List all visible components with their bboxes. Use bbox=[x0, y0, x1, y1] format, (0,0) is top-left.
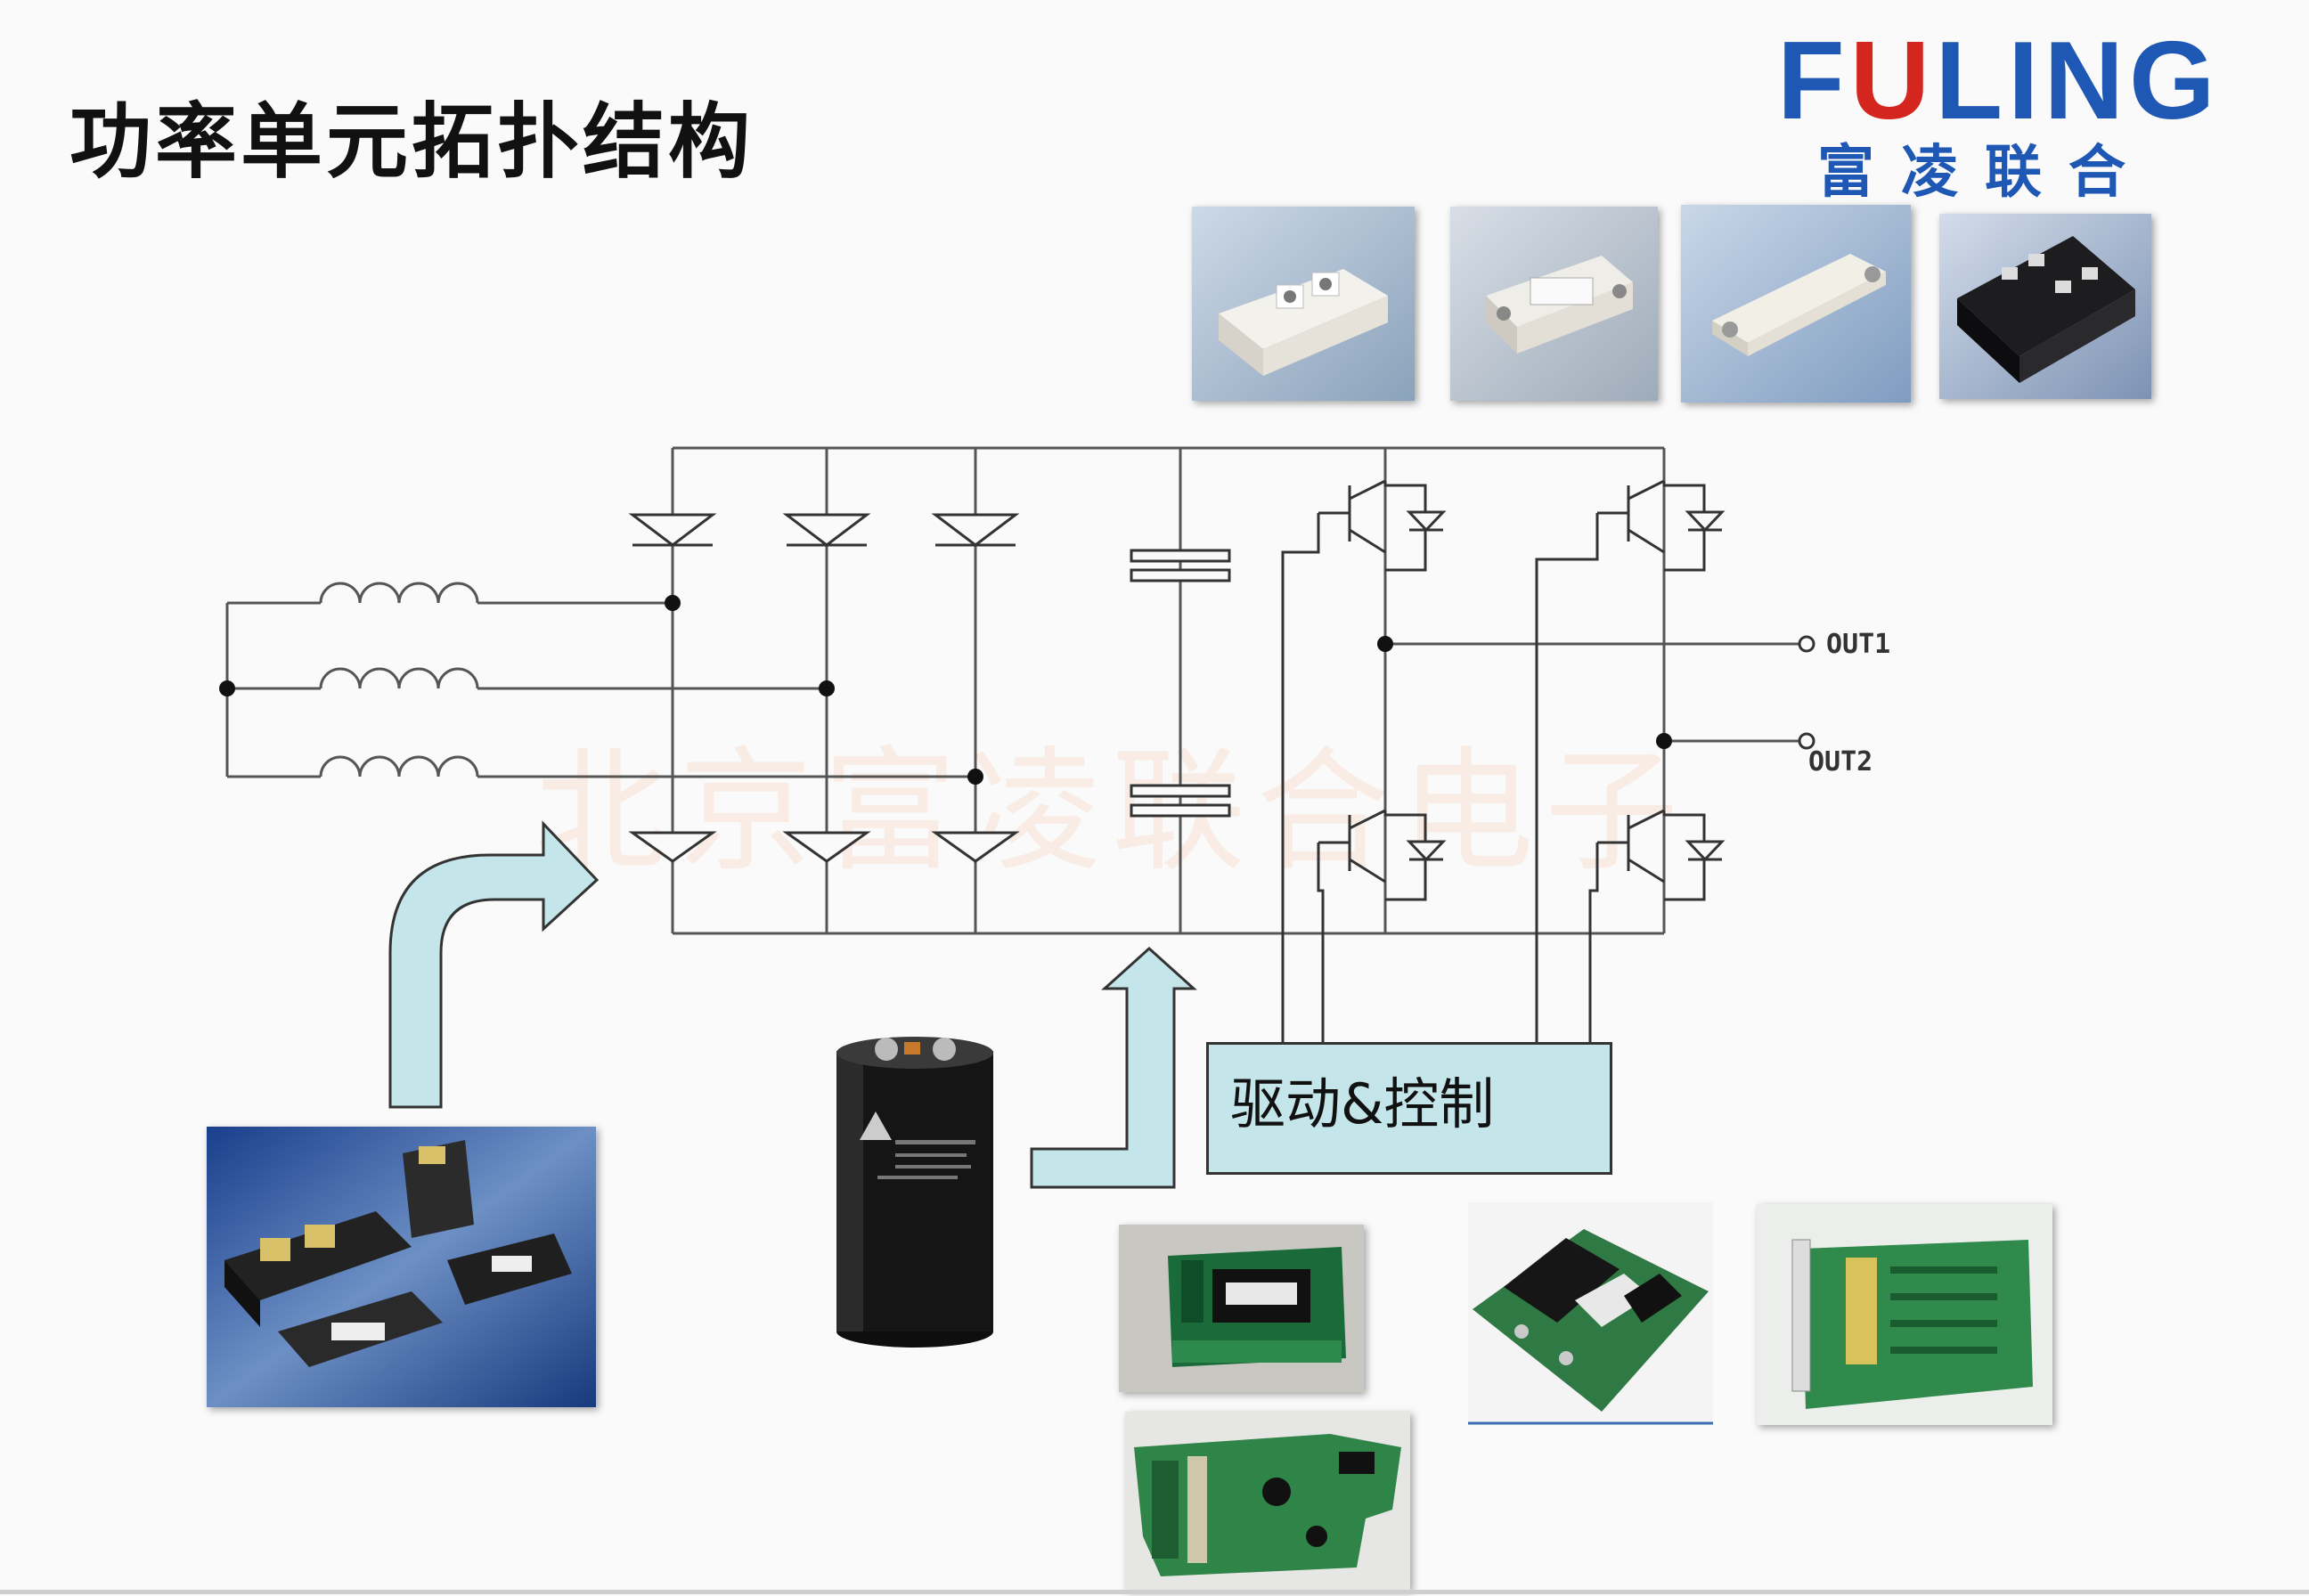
igbt-module-photo-3 bbox=[1681, 205, 1911, 403]
junction-dot bbox=[1656, 733, 1672, 749]
drive-control-label: 驱动&控制 bbox=[1230, 1071, 1495, 1136]
diode-lower-1 bbox=[628, 831, 717, 863]
igbt-upper-1 bbox=[1318, 479, 1447, 572]
rectifier-module-photo bbox=[207, 1127, 596, 1407]
out1-terminal bbox=[1798, 635, 1815, 653]
igbt-module-photo-1 bbox=[1192, 207, 1415, 401]
logo-letter-f: F bbox=[1777, 20, 1850, 142]
out2-terminal bbox=[1798, 732, 1815, 750]
capacitor-upper-plate-2 bbox=[1130, 568, 1231, 582]
gate-wire-upper-2 bbox=[1535, 513, 1599, 1042]
igbt-lower-2 bbox=[1597, 809, 1726, 901]
inductor-phase-1 bbox=[227, 582, 673, 605]
igbt-module-photo-4 bbox=[1939, 214, 2151, 399]
watermark: 北京富凌联合电子 bbox=[534, 735, 1690, 890]
gate-wire-lower-1 bbox=[1317, 843, 1325, 1042]
junction-dot bbox=[219, 680, 235, 696]
page-title: 功率单元拓扑结构 bbox=[69, 94, 755, 190]
junction-dot bbox=[1377, 636, 1393, 652]
logo-letter-u: U bbox=[1849, 20, 1936, 142]
brand-logo: FULING bbox=[1777, 18, 2221, 144]
gate-wire-upper-1 bbox=[1281, 513, 1320, 1042]
igbt-upper-2 bbox=[1597, 479, 1726, 572]
capacitor-lower-plate-2 bbox=[1130, 803, 1231, 818]
driver-board-photo-3 bbox=[1757, 1204, 2052, 1425]
rectifier-arrow bbox=[388, 820, 600, 1109]
junction-dot bbox=[967, 769, 983, 785]
capacitor-lower-plate-1 bbox=[1130, 784, 1231, 798]
logo-letters-ling: LING bbox=[1935, 20, 2221, 142]
capacitor-upper-plate-1 bbox=[1130, 549, 1231, 563]
out2-label: OUT2 bbox=[1808, 746, 1873, 778]
diode-upper-3 bbox=[931, 513, 1020, 547]
diode-upper-1 bbox=[628, 513, 717, 547]
diode-lower-3 bbox=[931, 831, 1020, 863]
footer-divider bbox=[0, 1590, 2309, 1594]
capacitor-arrow bbox=[1030, 946, 1197, 1189]
driver-board-photo-4 bbox=[1125, 1412, 1410, 1590]
igbt-lower-1 bbox=[1318, 809, 1447, 901]
inductor-phase-3 bbox=[227, 755, 975, 778]
igbt-module-photo-2 bbox=[1450, 207, 1658, 401]
brand-subtitle: 富凌联合 bbox=[1817, 139, 2152, 206]
inductor-phase-2 bbox=[227, 667, 827, 690]
gate-wire-lower-2 bbox=[1588, 843, 1599, 1042]
junction-dot bbox=[819, 680, 835, 696]
out1-label: OUT1 bbox=[1826, 629, 1891, 660]
drive-control-block: 驱动&控制 bbox=[1206, 1042, 1612, 1175]
diode-lower-2 bbox=[782, 831, 871, 863]
diode-upper-2 bbox=[782, 513, 871, 547]
junction-dot bbox=[665, 595, 681, 611]
electrolytic-capacitor-photo bbox=[833, 1033, 998, 1349]
driver-board-photo-2 bbox=[1468, 1202, 1713, 1425]
driver-board-photo-1 bbox=[1119, 1225, 1364, 1392]
